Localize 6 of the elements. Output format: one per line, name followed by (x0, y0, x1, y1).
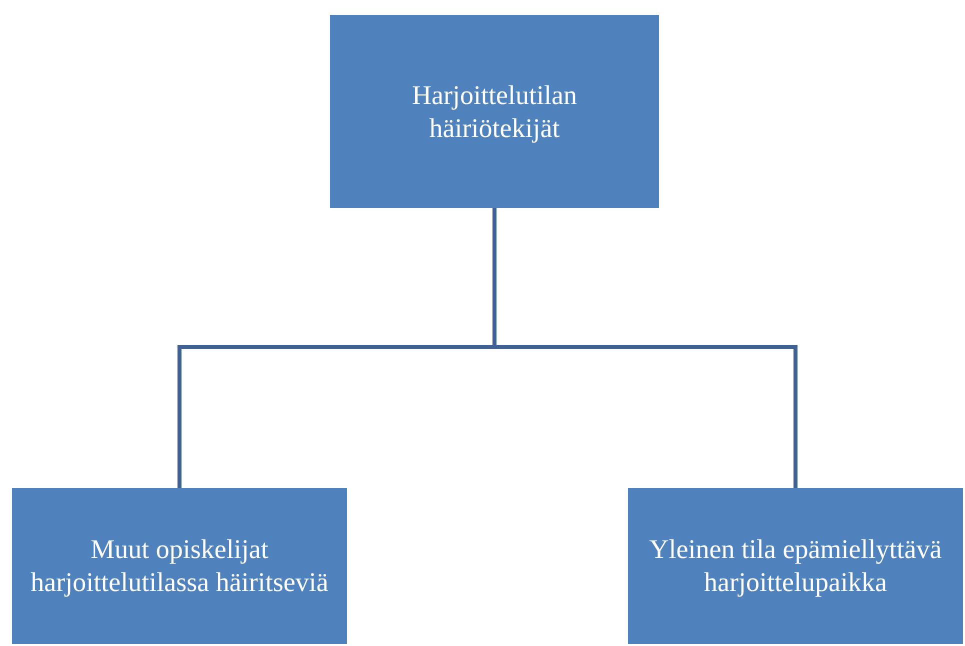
category-box (330, 15, 659, 208)
category-box (12, 488, 347, 644)
box-label: Muut opiskelijat harjoittelutilassa häiritseviä (30, 533, 330, 599)
box-label: Yleinen tila epämiellyttävä harjoittelupaikka (648, 533, 943, 599)
category-box (628, 488, 963, 644)
box-label: Harjoittelutilan häiriötekijät (411, 78, 578, 144)
